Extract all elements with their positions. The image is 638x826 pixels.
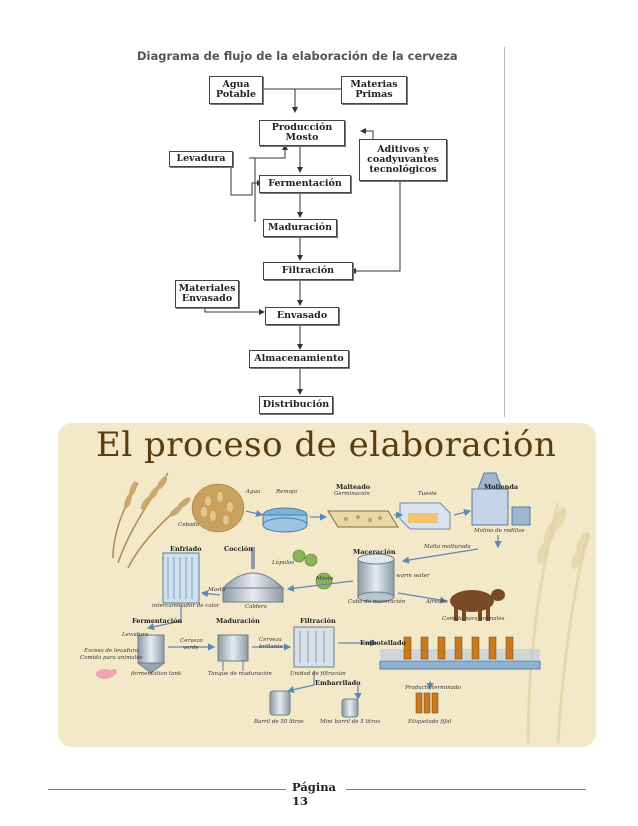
box-produccion-mosto: Producción Mosto bbox=[259, 120, 345, 146]
box-aditivos-line3: tecnológicos bbox=[369, 164, 437, 175]
footer-rule-left bbox=[48, 789, 286, 790]
label-germinacion: Germinación bbox=[334, 491, 370, 497]
box-maduracion: Maduración bbox=[263, 219, 337, 237]
box-materias-line1: Materias bbox=[350, 79, 398, 90]
step-filtracion: Filtración bbox=[300, 617, 336, 625]
flow-diagram: Diagrama de flujo de la elaboración de l… bbox=[135, 47, 505, 417]
box-filtracion: Filtración bbox=[263, 262, 353, 280]
box-distribucion: Distribución bbox=[259, 396, 333, 414]
box-levadura: Levadura bbox=[169, 151, 233, 167]
label-intercambiador: intercambiador de calor bbox=[152, 603, 220, 609]
box-agua-potable: Agua Potable bbox=[209, 76, 263, 104]
box-materiales-line2: Envasado bbox=[181, 293, 233, 304]
label-warm-water: warm water bbox=[396, 573, 430, 579]
box-materiales-envasado: Materiales Envasado bbox=[175, 280, 239, 308]
label-afrecho: Afrecho bbox=[426, 599, 448, 605]
label-fermentation-tank: fermentation tank bbox=[131, 671, 182, 677]
label-caldera: Caldera bbox=[245, 604, 267, 610]
flow-diagram-title: Diagrama de flujo de la elaboración de l… bbox=[137, 49, 458, 63]
box-aditivos-line1: Aditivos y bbox=[377, 144, 429, 155]
step-enfriado: Enfriado bbox=[170, 545, 202, 553]
label-exceso-2: Comida para animales bbox=[80, 655, 143, 661]
box-materiales-line1: Materiales bbox=[178, 283, 236, 294]
box-envasado: Envasado bbox=[265, 307, 339, 325]
brewing-process-poster: El proceso de elaboración Malteado Molie… bbox=[58, 423, 596, 747]
label-cerveza-verde-1: Cerveza bbox=[180, 638, 203, 644]
step-maceracion: Maceración bbox=[353, 548, 396, 556]
box-materias-line2: Primas bbox=[355, 89, 393, 100]
step-embotellado: Embotellado bbox=[360, 639, 406, 647]
footer-page-number: Página 13 bbox=[292, 780, 336, 808]
label-barril: Barril de 50 litros bbox=[254, 719, 304, 725]
footer-rule-right bbox=[346, 789, 586, 790]
box-produccion-line2: Mosto bbox=[285, 132, 319, 143]
step-coccion: Cocción bbox=[224, 545, 253, 553]
label-agua: Agua bbox=[246, 489, 261, 495]
box-produccion-line1: Producción bbox=[271, 122, 333, 133]
label-exceso-1: Exceso de levadura bbox=[84, 648, 139, 654]
label-unidad-filtracion: Unidad de filtración bbox=[290, 671, 346, 677]
step-fermentacion: Fermentación bbox=[132, 617, 183, 625]
label-cerveza-brillante-1: Cerveza bbox=[259, 637, 282, 643]
poster-illustration bbox=[96, 472, 590, 744]
step-molienda: Molienda bbox=[484, 483, 519, 491]
label-tueste: Tueste bbox=[418, 491, 437, 497]
label-producto-terminado: Producto terminado bbox=[405, 685, 461, 691]
footer-page-label: Página bbox=[292, 780, 337, 794]
footer-page-value: 13 bbox=[292, 794, 309, 808]
label-lupulos: Lúpulos bbox=[272, 560, 295, 566]
label-remojo: Remojo bbox=[276, 489, 297, 495]
step-embarrilado: Embarrilado bbox=[315, 679, 361, 687]
label-mosto-enfriado: Mosto bbox=[208, 587, 226, 593]
label-cerveza-brillante-2: brillante bbox=[259, 644, 283, 650]
label-molino: Molino de rodillos bbox=[474, 528, 525, 534]
label-cuba: Cuba de maceración bbox=[348, 599, 406, 605]
box-agua-line2: Potable bbox=[215, 89, 257, 100]
box-fermentacion: Fermentación bbox=[259, 175, 351, 193]
label-mini-barril: Mini barril de 5 litros bbox=[320, 719, 381, 725]
box-almacenamiento: Almacenamiento bbox=[249, 350, 349, 368]
label-cebada: Cebada bbox=[178, 522, 200, 528]
step-maduracion: Maduración bbox=[216, 617, 260, 625]
box-agua-line1: Agua bbox=[222, 79, 250, 90]
box-aditivos-line2: coadyuvantes bbox=[367, 154, 439, 165]
flow-connectors bbox=[204, 88, 401, 395]
label-tanque-maduracion: Tanque de maduración bbox=[208, 671, 272, 677]
label-cerveza-verde-2: verde bbox=[183, 645, 199, 651]
poster-title: El proceso de elaboración bbox=[96, 425, 557, 465]
label-mosto-coccion: Mosto bbox=[316, 576, 334, 582]
label-malta-molturada: Malta molturada bbox=[424, 544, 471, 550]
label-levadura: Levadura bbox=[122, 632, 149, 638]
label-etiquetado: Etiquetado fiJal bbox=[408, 719, 452, 725]
box-materias-primas: Materias Primas bbox=[341, 76, 407, 104]
box-aditivos: Aditivos y coadyuvantes tecnológicos bbox=[359, 139, 447, 181]
step-malteado: Malteado bbox=[336, 483, 371, 491]
scan-edge bbox=[504, 47, 505, 417]
label-comida: Comida para animales bbox=[442, 616, 505, 622]
